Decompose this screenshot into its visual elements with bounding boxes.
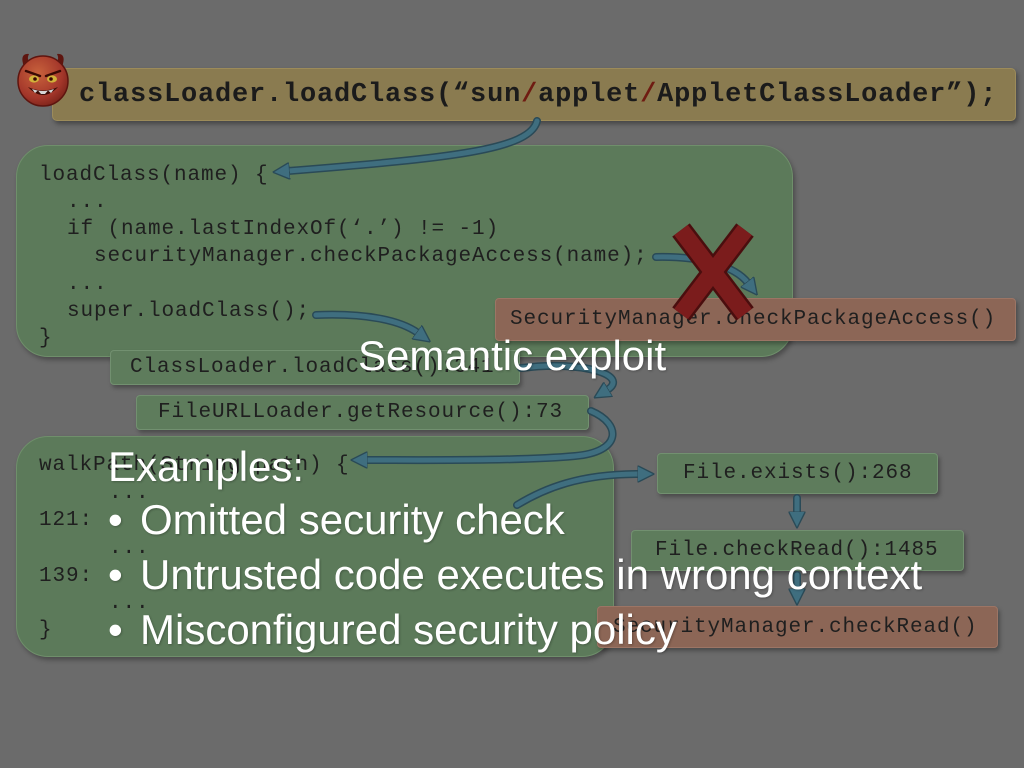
arrow-to-file-url-loader xyxy=(517,361,618,390)
check-package-access-label: SecurityManager.checkPackageAccess() xyxy=(510,308,997,331)
code-line: ... xyxy=(67,191,108,214)
bullet-text: Untrusted code executes in wrong context xyxy=(140,551,923,598)
code-line: ... xyxy=(109,592,150,615)
file-check-read-frame: File.checkRead():1485 xyxy=(631,530,964,571)
code-line: ... xyxy=(109,482,150,505)
path-separator: / xyxy=(640,79,658,110)
bullet-glyph: • xyxy=(108,606,123,653)
bullet-item: • Untrusted code executes in wrong conte… xyxy=(108,551,922,599)
code-line: 121: xyxy=(39,509,94,532)
check-package-access-box: SecurityManager.checkPackageAccess() xyxy=(495,298,1016,341)
file-exists-frame: File.exists():268 xyxy=(657,453,938,494)
check-read-box: SecurityManager.checkRead() xyxy=(597,606,998,648)
arrow-call-to-loadclass xyxy=(288,117,541,171)
slide-title: Semantic exploit xyxy=(358,332,667,379)
code-line: super.loadClass(); xyxy=(67,300,311,323)
exploit-call-part: classLoader.loadClass(“sun xyxy=(79,79,522,110)
bullet-text: Misconfigured security policy xyxy=(140,606,677,653)
class-loader-frame: ClassLoader.loadClass():341 xyxy=(110,350,520,385)
bullet-item: • Omitted security check xyxy=(108,496,565,544)
file-url-loader-label: FileURLLoader.getResource():73 xyxy=(158,401,564,424)
examples-heading: Examples: xyxy=(108,443,305,490)
file-url-loader-frame: FileURLLoader.getResource():73 xyxy=(136,395,589,430)
exploit-call-part: AppletClassLoader”); xyxy=(657,79,998,110)
exploit-call-bar: classLoader.loadClass(“sun/applet/Applet… xyxy=(52,68,1016,121)
loadclass-code-box: loadClass(name) { ... if (name.lastIndex… xyxy=(16,145,793,357)
file-exists-label: File.exists():268 xyxy=(683,462,913,485)
code-line: loadClass(name) { xyxy=(39,164,269,187)
cross-icon xyxy=(672,223,754,321)
code-line: ... xyxy=(67,273,108,296)
check-read-label: SecurityManager.checkRead() xyxy=(613,615,978,639)
code-line: securityManager.checkPackageAccess(name)… xyxy=(94,245,648,268)
exploit-call-part: applet xyxy=(538,79,641,110)
path-separator: / xyxy=(521,79,539,110)
file-check-read-label: File.checkRead():1485 xyxy=(655,539,939,562)
devil-icon xyxy=(17,53,69,107)
bullet-text: Omitted security check xyxy=(140,496,565,543)
code-line: } xyxy=(39,327,53,350)
bullet-glyph: • xyxy=(108,551,123,598)
code-line: } xyxy=(39,619,53,642)
arrow-to-class-loader xyxy=(312,310,418,333)
arrow-to-walkpath xyxy=(366,407,617,460)
arrow-to-file-exists xyxy=(513,474,639,509)
code-line: 139: xyxy=(39,565,94,588)
code-line: if (name.lastIndexOf(‘.’) != -1) xyxy=(67,218,500,241)
walkpath-code-box: walkPath(String path) { ... 121: ... 139… xyxy=(16,436,614,657)
code-line: ... xyxy=(109,537,150,560)
class-loader-label: ClassLoader.loadClass():341 xyxy=(130,356,495,379)
code-line: walkPath(String path) { xyxy=(39,454,350,477)
bullet-item: • Misconfigured security policy xyxy=(108,606,677,654)
bullet-glyph: • xyxy=(108,496,123,543)
